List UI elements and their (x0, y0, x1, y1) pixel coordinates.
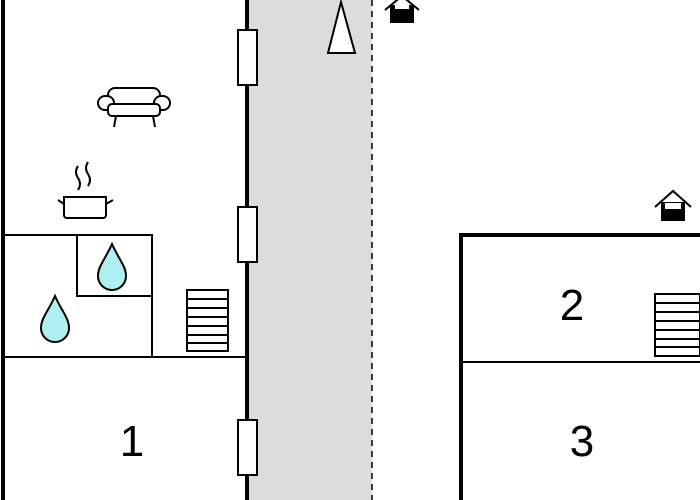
window-icon (237, 419, 258, 476)
right-building-walls (459, 233, 700, 500)
window-icon (237, 29, 258, 86)
room-label-3: 3 (570, 417, 594, 466)
house-entrance-icon (384, 0, 420, 23)
room-label-1: 1 (120, 417, 144, 466)
cooking-pot-icon (57, 161, 114, 219)
corridor (248, 0, 372, 500)
staircase-icon (186, 289, 229, 352)
house-entrance-icon (654, 189, 692, 221)
kitchen-sink (76, 234, 153, 297)
water-drop-icon (39, 293, 71, 343)
staircase-icon (654, 293, 700, 357)
north-arrow-icon (326, 0, 357, 54)
room-label-2: 2 (560, 281, 584, 330)
water-drop-icon (96, 241, 128, 291)
sofa-icon (97, 87, 171, 128)
window-icon (237, 206, 258, 263)
